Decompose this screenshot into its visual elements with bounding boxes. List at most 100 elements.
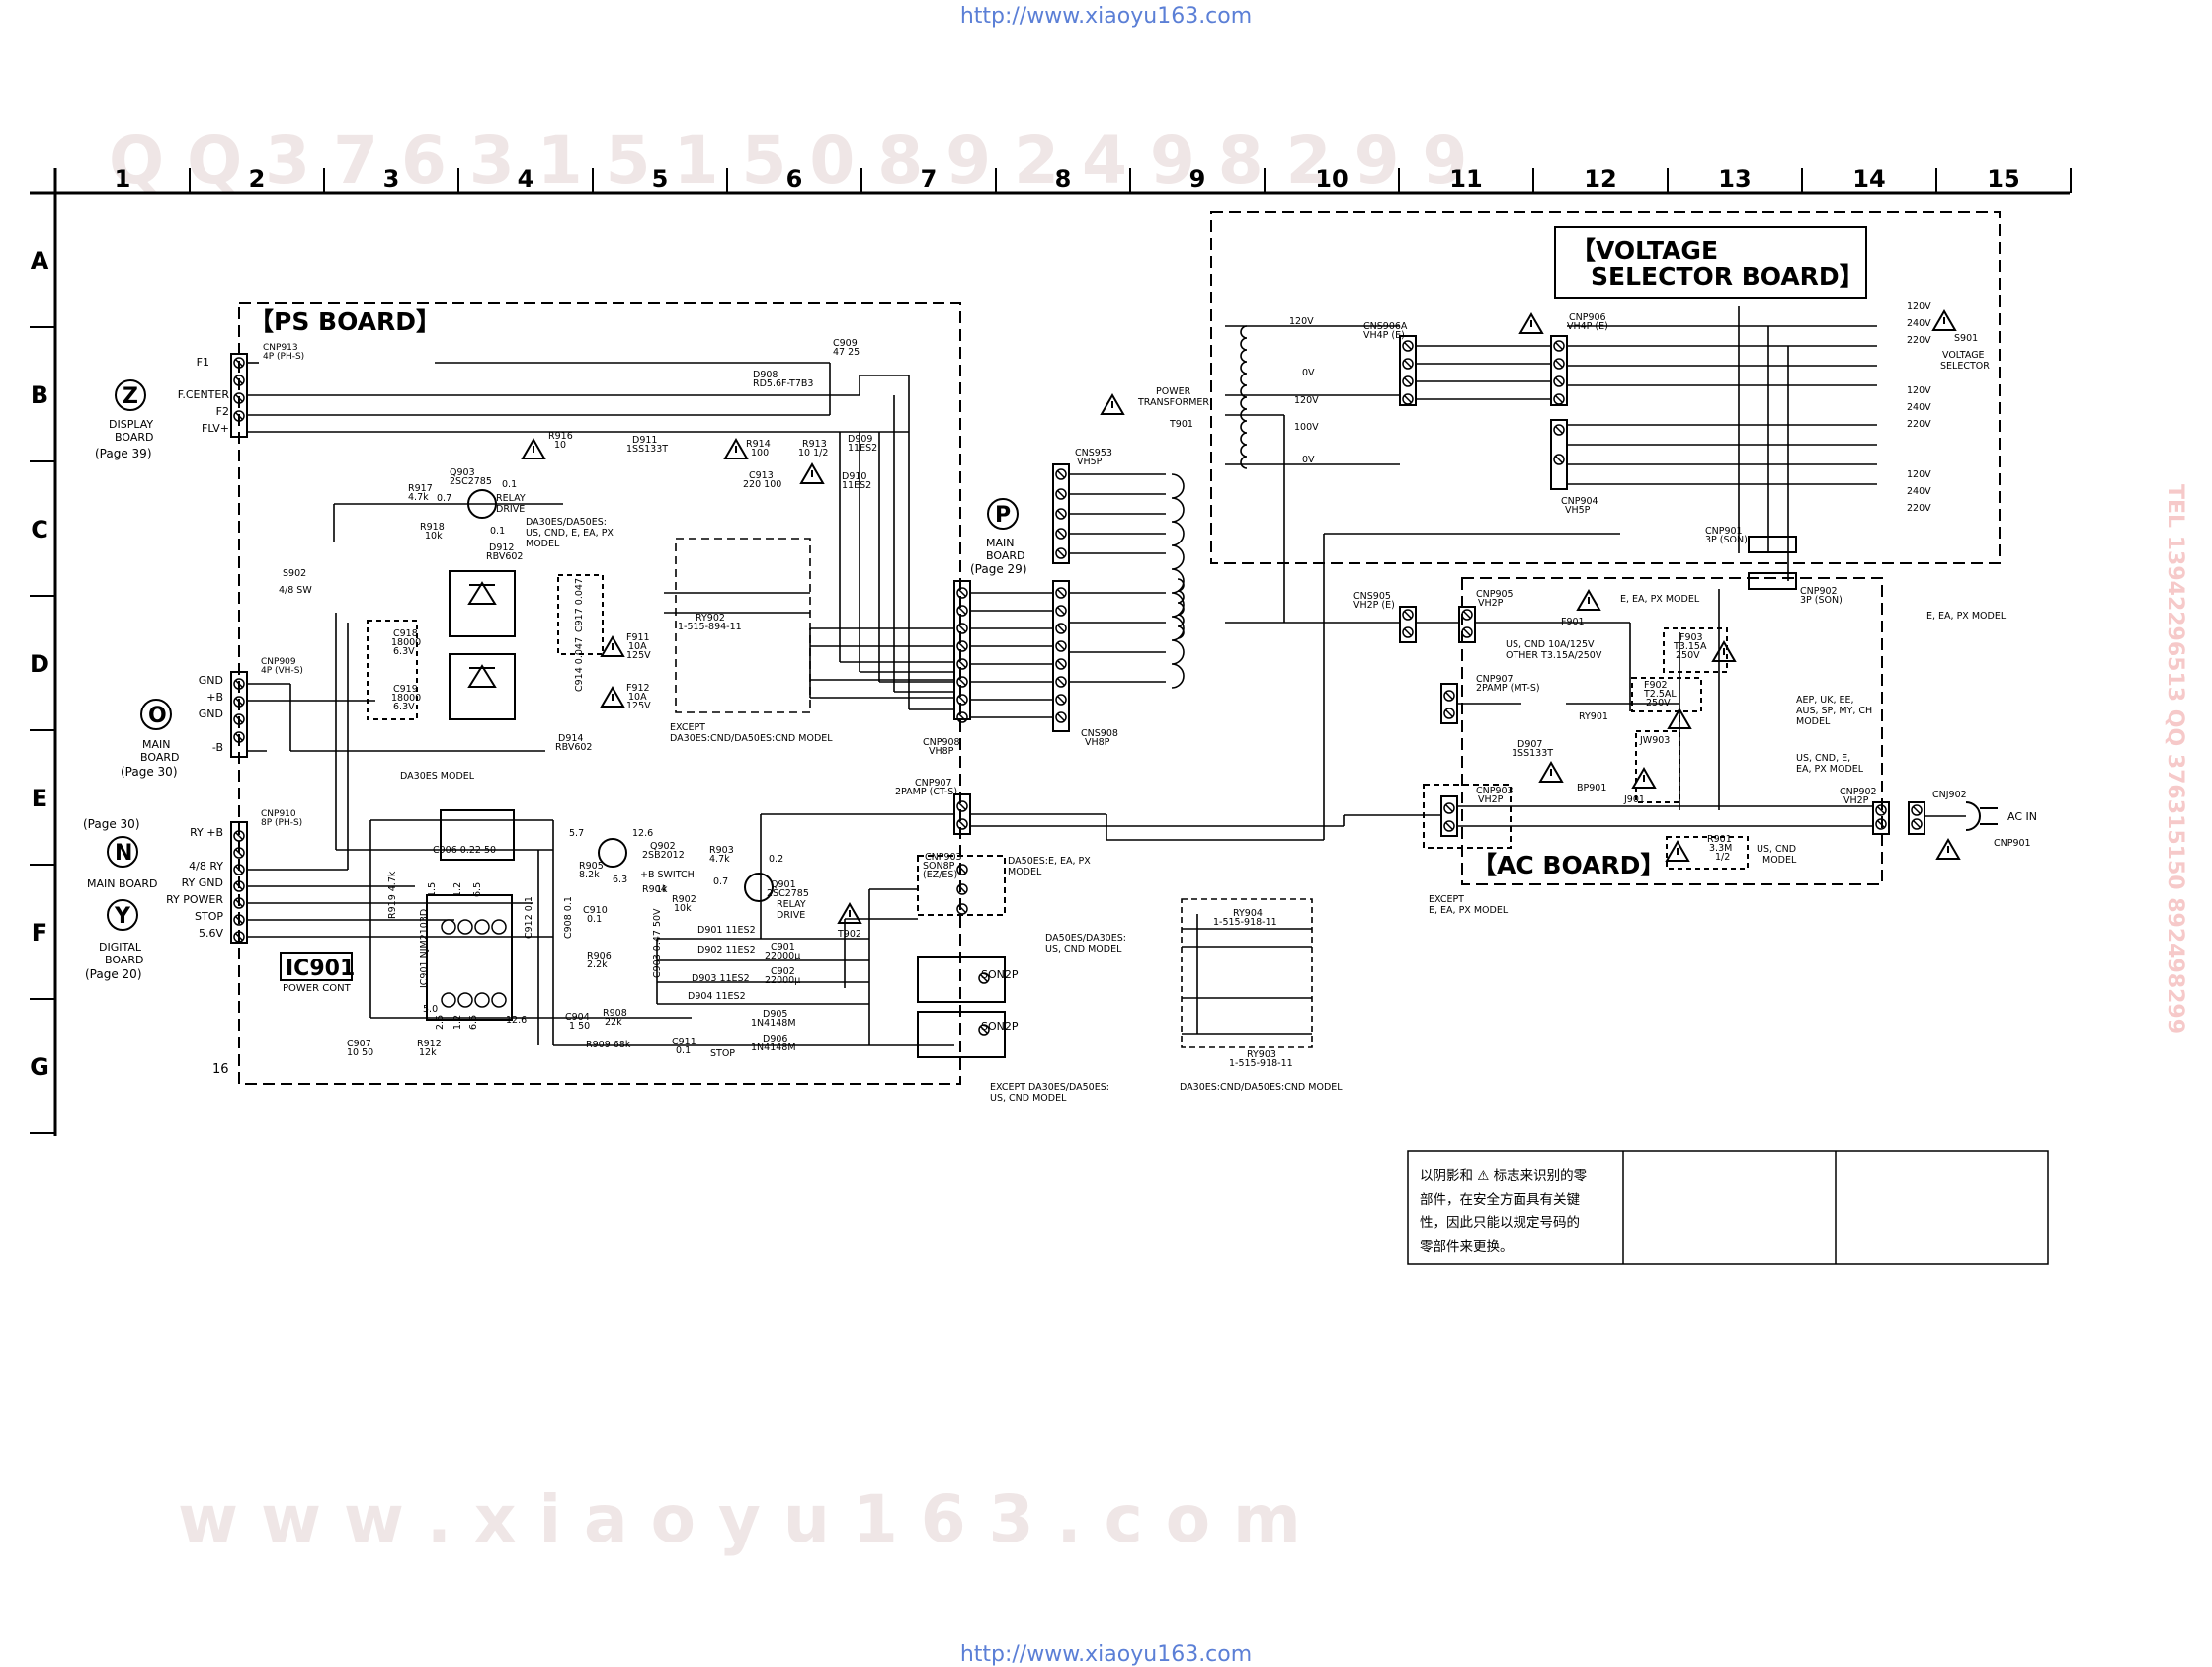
column-label: 15 (1987, 165, 2019, 193)
svg-text:D908: D908 (753, 370, 778, 380)
connector-pin (1055, 605, 1067, 617)
connector-pin (1055, 468, 1067, 480)
header-url[interactable]: http://www.xiaoyu163.com (959, 4, 1253, 29)
svg-text:R902: R902 (672, 894, 696, 905)
svg-text:BOARD: BOARD (140, 751, 179, 764)
note-line-2: 部件，在安全方面具有关键 (1420, 1191, 1580, 1208)
svg-text:125V: 125V (626, 701, 651, 711)
svg-text:BOARD: BOARD (105, 954, 143, 966)
connector-pin (956, 883, 968, 895)
connector-pin (1911, 804, 1923, 816)
svg-text:MAIN BOARD: MAIN BOARD (87, 877, 157, 890)
svg-text:F903: F903 (1679, 632, 1703, 643)
svg-text:CNS908: CNS908 (1081, 728, 1118, 739)
svg-text:3.3M: 3.3M (1709, 843, 1732, 854)
svg-text:MODEL: MODEL (1008, 867, 1042, 877)
ic-pin (441, 919, 456, 935)
svg-text:S901: S901 (1954, 333, 1978, 344)
ic-pin (474, 992, 490, 1008)
connector-pin (1055, 508, 1067, 520)
svg-text:CNP907: CNP907 (1476, 674, 1514, 685)
svg-text:11ES2: 11ES2 (848, 443, 877, 454)
svg-text:T901: T901 (1169, 419, 1193, 430)
svg-text:R917: R917 (408, 483, 433, 494)
ic-pin (491, 919, 507, 935)
svg-text:RELAY: RELAY (777, 899, 806, 910)
svg-text:120V: 120V (1907, 469, 1931, 480)
voltage-selector-title-box (1554, 226, 1867, 299)
svg-text:C907: C907 (347, 1039, 371, 1049)
svg-text:VH4P (E): VH4P (E) (1567, 321, 1608, 332)
column-label: 7 (921, 165, 938, 193)
connector-pin (956, 605, 968, 617)
ic-pin (441, 992, 456, 1008)
svg-text:VH8P: VH8P (929, 746, 954, 757)
warning-icon (837, 902, 862, 924)
svg-text:1.2: 1.2 (452, 882, 463, 897)
svg-text:4P (VH-S): 4P (VH-S) (261, 666, 303, 676)
svg-text:AUS, SP, MY, CH: AUS, SP, MY, CH (1796, 706, 1872, 716)
svg-text:10 50: 10 50 (347, 1047, 373, 1058)
svg-text:6.5: 6.5 (468, 1015, 479, 1030)
warning-icon (1576, 589, 1601, 611)
connector-pin (1875, 818, 1887, 830)
warning-icon (1935, 838, 1961, 860)
svg-text:1.5: 1.5 (427, 882, 438, 897)
svg-text:DRIVE: DRIVE (496, 504, 525, 515)
connector-pin (1443, 708, 1455, 719)
svg-text:CNP905: CNP905 (1476, 589, 1514, 600)
svg-text:CNP901: CNP901 (1705, 526, 1743, 537)
svg-text:RY904: RY904 (1233, 908, 1263, 919)
warning-icon (1631, 767, 1657, 789)
ps-board-outline (238, 302, 961, 1085)
svg-text:SELECTOR: SELECTOR (1940, 361, 1990, 372)
connector-p-letter: P (995, 503, 1011, 528)
svg-text:220V: 220V (1907, 419, 1931, 430)
svg-text:POWER: POWER (1156, 386, 1191, 397)
svg-text:US, CND 10A/125V: US, CND 10A/125V (1506, 639, 1595, 650)
connector-y-letter: Y (114, 904, 131, 929)
svg-text:4/8 SW: 4/8 SW (279, 585, 312, 596)
ps-board-labels: C909 47 25 D908 RD5.6F-T7B3 R916 10 D911… (212, 338, 1343, 1104)
svg-text:120V: 120V (1907, 301, 1931, 312)
svg-text:R909 68k: R909 68k (586, 1040, 631, 1050)
svg-text:C913: C913 (749, 470, 774, 481)
note-line-1: 以阴影和 ⚠ 标志来识别的零 (1420, 1168, 1588, 1184)
svg-text:DA50ES:E, EA, PX: DA50ES:E, EA, PX (1008, 856, 1091, 867)
svg-text:D912: D912 (489, 542, 514, 553)
svg-text:(Page 30): (Page 30) (121, 765, 178, 779)
vs-board-title-2: SELECTOR BOARD】 (1591, 262, 1864, 291)
svg-text:BOARD: BOARD (986, 549, 1024, 562)
connector-pin (1911, 818, 1923, 830)
svg-text:120V: 120V (1289, 316, 1314, 327)
svg-text:1SS133T: 1SS133T (626, 444, 668, 455)
warning-icon (600, 686, 625, 708)
warning-icon (1665, 840, 1690, 862)
svg-text:0.7: 0.7 (713, 876, 728, 887)
svg-text:RY GND: RY GND (182, 876, 223, 889)
svg-text:R903: R903 (709, 845, 734, 856)
svg-text:VOLTAGE: VOLTAGE (1942, 350, 1985, 361)
svg-text:250V: 250V (1646, 698, 1671, 708)
svg-text:F.CENTER: F.CENTER (178, 388, 230, 401)
column-label: 10 (1315, 165, 1348, 193)
svg-text:F901: F901 (1561, 617, 1585, 627)
svg-text:(Page 30): (Page 30) (83, 817, 140, 831)
svg-text:R916: R916 (548, 431, 573, 442)
connector-pin (233, 375, 245, 386)
svg-text:RY POWER: RY POWER (166, 893, 223, 906)
svg-text:US, CND, E,: US, CND, E, (1796, 753, 1850, 764)
svg-text:C901: C901 (771, 942, 795, 953)
svg-text:CNS906A: CNS906A (1363, 321, 1408, 332)
ic901-function: POWER CONT (283, 983, 352, 994)
column-label: 8 (1055, 165, 1072, 193)
svg-text:T3.15A: T3.15A (1673, 641, 1707, 652)
connector-pin (956, 640, 968, 652)
svg-text:JW903: JW903 (1639, 735, 1670, 746)
connector-pin (233, 678, 245, 690)
svg-text:E, EA, PX MODEL: E, EA, PX MODEL (1429, 905, 1509, 916)
svg-text:+B: +B (206, 691, 223, 704)
svg-text:R904: R904 (642, 884, 667, 895)
svg-text:5.0: 5.0 (423, 1004, 438, 1015)
svg-text:5.7: 5.7 (569, 828, 584, 839)
